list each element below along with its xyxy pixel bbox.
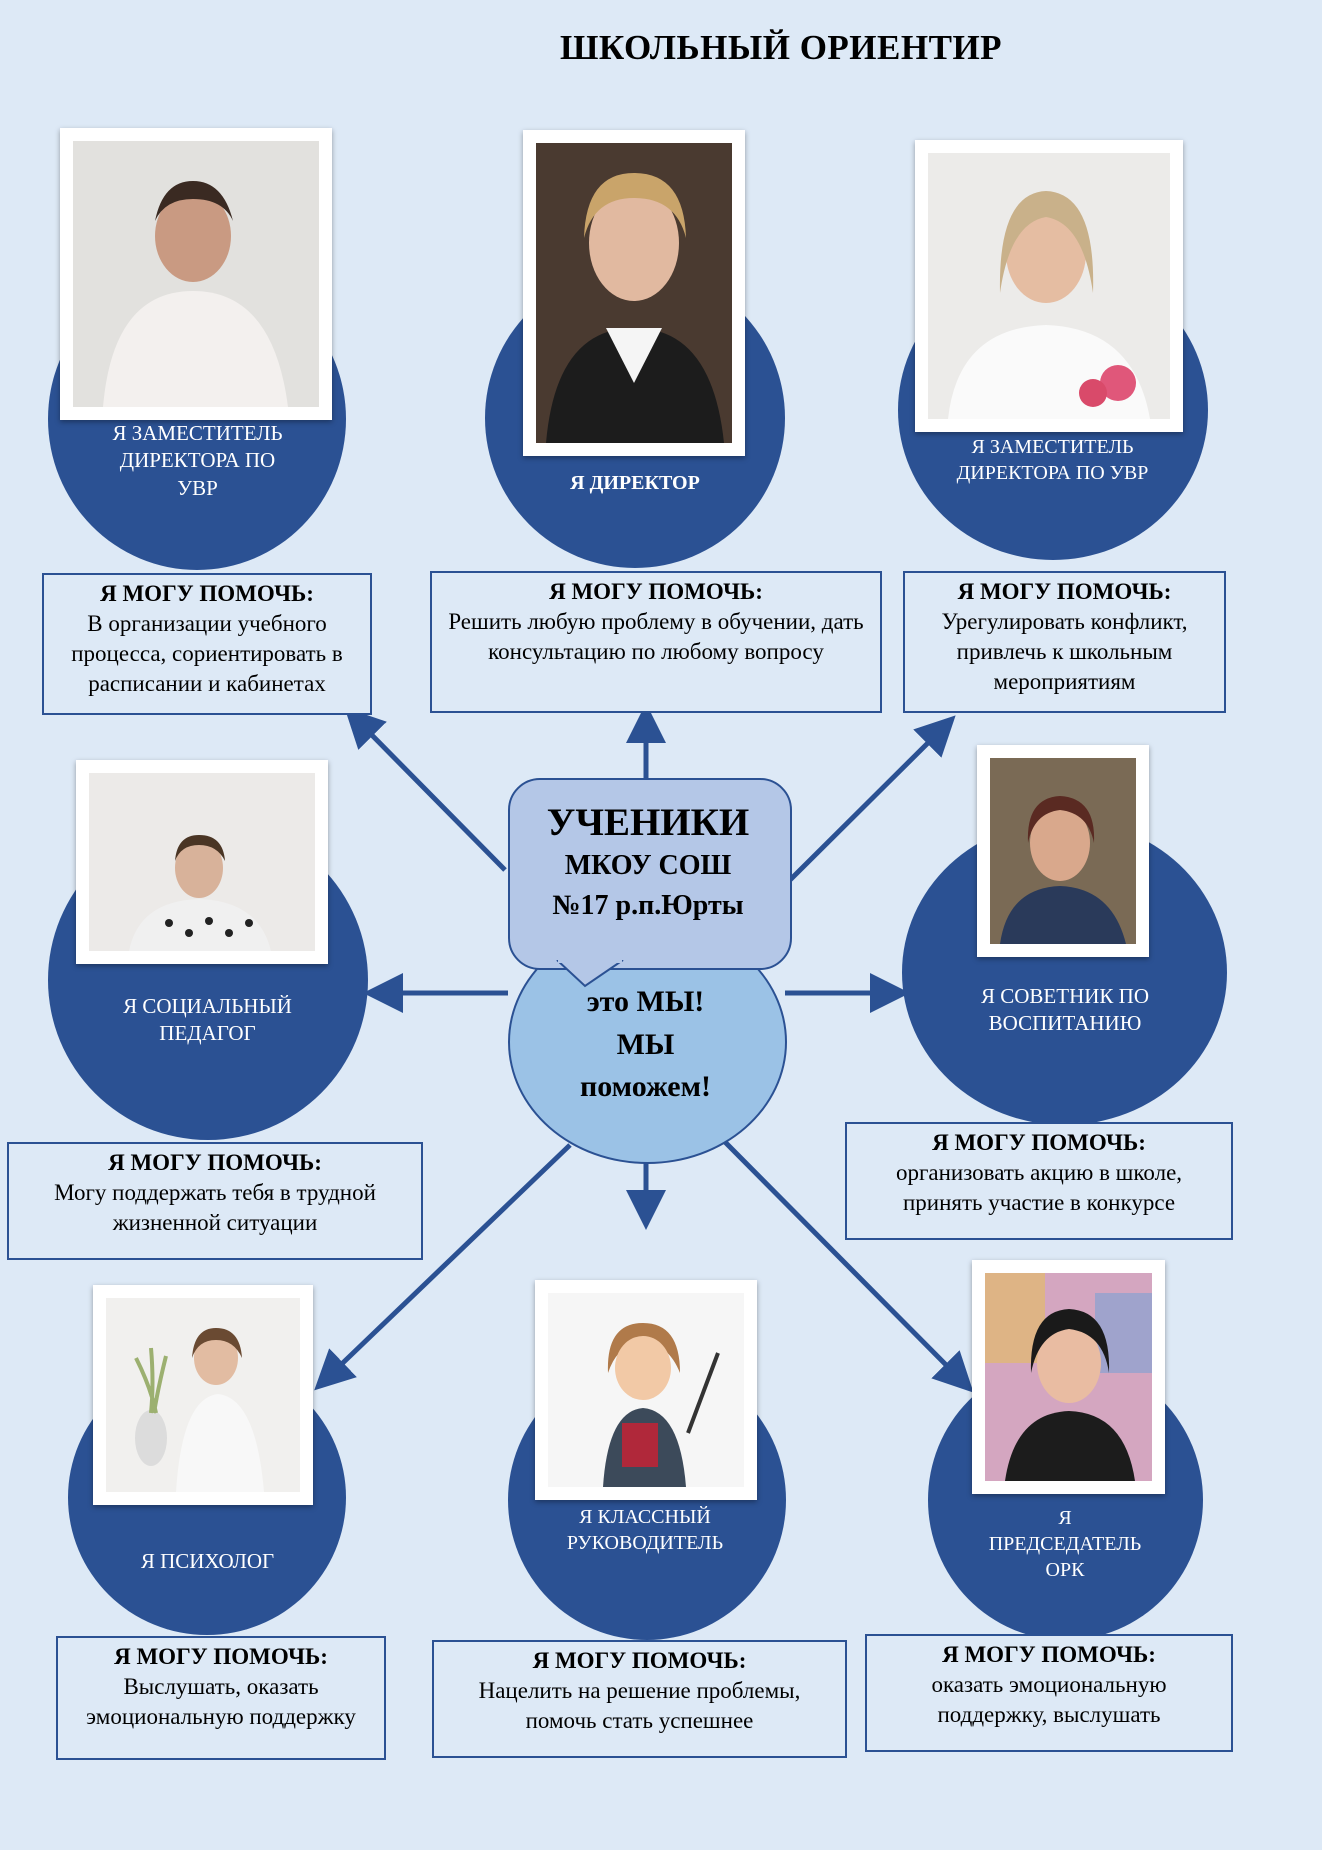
help-heading: Я МОГУ ПОМОЧЬ:: [957, 579, 1172, 604]
help-text-advisor: организовать акцию в школе, принять учас…: [895, 1159, 1183, 1215]
arrow-up-left: [344, 707, 507, 872]
center-school: МКОУ СОШ: [564, 850, 732, 881]
speech-bubble: [508, 778, 792, 970]
arrow-down-right: [723, 1140, 974, 1393]
help-heading: Я МОГУ ПОМОЧЬ:: [932, 1130, 1146, 1155]
arrow-up-right: [788, 715, 956, 882]
help-box-teacher: Я МОГУ ПОМОЧЬ: Нацелить на решение пробл…: [432, 1640, 847, 1758]
portrait-placeholder-icon: [985, 1273, 1152, 1481]
help-box-deputy-right: Я МОГУ ПОМОЧЬ: Урегулировать конфликт, п…: [903, 571, 1226, 713]
help-box-deputy-left: Я МОГУ ПОМОЧЬ: В организации учебного пр…: [42, 573, 372, 715]
center-students: УЧЕНИКИ: [546, 801, 750, 844]
role-label-advisor: Я СОВЕТНИК ПО ВОСПИТАНИЮ: [980, 984, 1149, 1036]
photo-deputy-right: [915, 140, 1183, 432]
arrow-down-left: [314, 1143, 572, 1391]
photo-chair: [972, 1260, 1165, 1494]
center-we: МЫ: [616, 1028, 675, 1061]
photo-teacher: [535, 1280, 757, 1500]
role-label-teacher: Я КЛАССНЫЙ РУКОВОДИТЕЛЬ: [566, 1506, 724, 1554]
teacher-cartoon-icon: [548, 1293, 744, 1487]
help-box-chair: Я МОГУ ПОМОЧЬ: оказать эмоциональную под…: [865, 1634, 1233, 1752]
help-heading: Я МОГУ ПОМОЧЬ:: [100, 581, 314, 606]
photo-psychologist: [93, 1285, 313, 1505]
help-box-advisor: Я МОГУ ПОМОЧЬ: организовать акцию в школ…: [845, 1122, 1233, 1240]
portrait-placeholder-icon: [536, 143, 732, 443]
photo-advisor: [977, 745, 1149, 957]
help-box-social: Я МОГУ ПОМОЧЬ: Могу поддержать тебя в тр…: [7, 1142, 423, 1260]
center-its-us: это МЫ!: [586, 985, 705, 1018]
help-heading: Я МОГУ ПОМОЧЬ:: [114, 1644, 328, 1669]
role-label-psychologist: Я ПСИХОЛОГ: [140, 1549, 275, 1573]
photo-deputy-left: [60, 128, 332, 420]
photo-director: [523, 130, 745, 456]
help-box-director: Я МОГУ ПОМОЧЬ: Решить любую проблему в о…: [430, 571, 882, 713]
portrait-placeholder-icon: [73, 141, 319, 407]
portrait-placeholder-icon: [106, 1298, 300, 1492]
help-text-teacher: Нацелить на решение проблемы, помочь ста…: [478, 1677, 801, 1733]
role-label-deputy-right: Я ЗАМЕСТИТЕЛЬ ДИРЕКТОРА ПО УВР: [956, 436, 1149, 484]
role-label-chair: Я ПРЕДСЕДАТЕЛЬ ОРК: [988, 1507, 1142, 1581]
help-text-psychologist: Выслушать, оказать эмоциональную поддерж…: [86, 1673, 356, 1729]
help-heading: Я МОГУ ПОМОЧЬ:: [942, 1642, 1156, 1667]
role-label-director: Я ДИРЕКТОР: [570, 472, 700, 494]
help-heading: Я МОГУ ПОМОЧЬ:: [108, 1150, 322, 1175]
help-text-deputy-right: Урегулировать конфликт, привлечь к школь…: [941, 608, 1188, 694]
portrait-placeholder-icon: [928, 153, 1170, 419]
help-text-deputy-left: В организации учебного процесса, сориент…: [71, 610, 343, 696]
portrait-placeholder-icon: [990, 758, 1136, 944]
help-box-psychologist: Я МОГУ ПОМОЧЬ: Выслушать, оказать эмоцио…: [56, 1636, 386, 1760]
portrait-placeholder-icon: [89, 773, 315, 951]
help-text-chair: оказать эмоциональную поддержку, выслуша…: [931, 1671, 1167, 1727]
help-text-director: Решить любую проблему в обучении, дать к…: [448, 608, 864, 664]
help-heading: Я МОГУ ПОМОЧЬ:: [532, 1648, 747, 1673]
page-title: ШКОЛЬНЫЙ ОРИЕНТИР: [560, 28, 1003, 67]
center-school-number: №17 р.п.Юрты: [552, 890, 744, 921]
role-label-social: Я СОЦИАЛЬНЫЙ ПЕДАГОГ: [123, 994, 292, 1046]
help-heading: Я МОГУ ПОМОЧЬ:: [549, 579, 763, 604]
help-text-social: Могу поддержать тебя в трудной жизненной…: [54, 1179, 376, 1235]
bubble-tail: [556, 960, 624, 988]
center-will-help: поможем!: [579, 1070, 712, 1103]
role-label-deputy-left: Я ЗАМЕСТИТЕЛЬ ДИРЕКТОРА ПО УВР: [112, 421, 283, 500]
photo-social: [76, 760, 328, 964]
